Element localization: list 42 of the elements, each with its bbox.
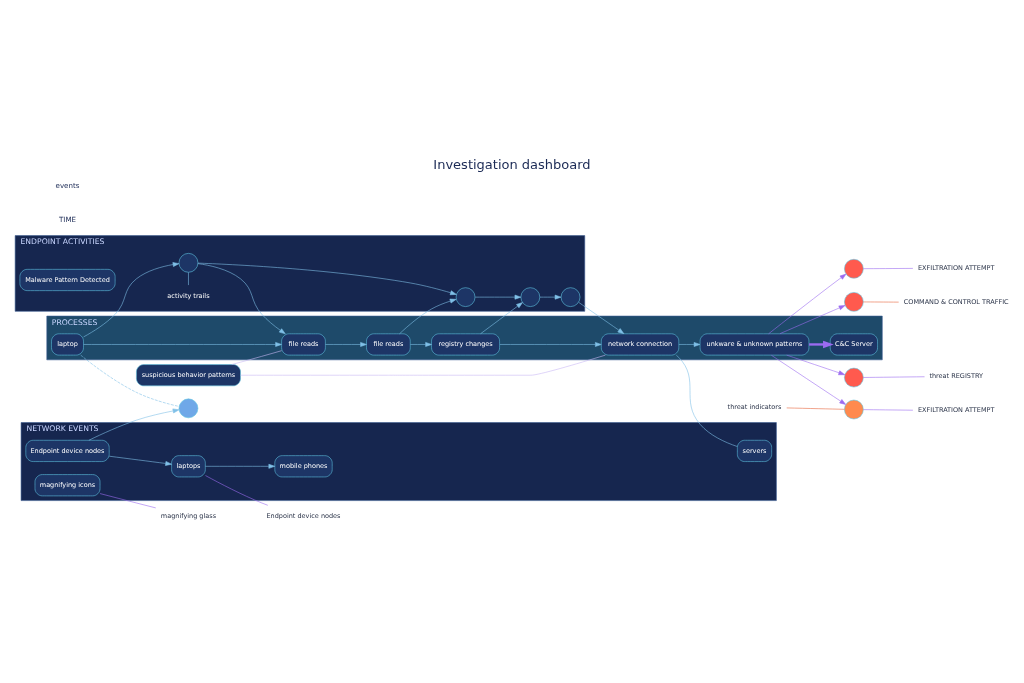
connector: [863, 376, 925, 378]
connector: [863, 409, 914, 411]
connector: [863, 268, 914, 269]
arrow: [399, 298, 457, 335]
arrow: [480, 302, 523, 334]
connector: [80, 354, 180, 407]
node-circle: [560, 287, 581, 307]
arrow: [786, 354, 845, 376]
connector: [786, 407, 845, 410]
arrow: [809, 340, 834, 349]
arrow: [768, 273, 847, 335]
connector: [676, 354, 738, 447]
node-circle: [844, 259, 864, 279]
arrow: [410, 342, 432, 347]
arrow: [578, 302, 625, 334]
connector: [205, 475, 269, 506]
arrow: [771, 354, 846, 405]
node-circle: [455, 287, 476, 307]
connector: [240, 354, 606, 376]
arrow: [539, 294, 562, 300]
connector: [99, 493, 157, 509]
arrow: [325, 342, 367, 347]
arrow: [88, 408, 180, 441]
node-circle: [520, 287, 541, 307]
node-circle: [178, 253, 199, 273]
arrow: [83, 262, 180, 338]
arrow: [205, 463, 276, 469]
arrow: [197, 262, 457, 296]
arrow: [678, 342, 701, 347]
arrow: [83, 342, 282, 347]
arrow: [474, 294, 522, 300]
connector: [231, 350, 282, 365]
arrow: [499, 342, 602, 347]
node-circle: [178, 398, 199, 419]
arrow: [779, 305, 846, 334]
arrow: [197, 263, 286, 335]
diagram-title: Investigation dashboard: [433, 157, 591, 173]
connector: [863, 301, 899, 303]
node-circle: [844, 399, 864, 420]
arrow: [109, 455, 172, 466]
node-circle: [844, 367, 864, 388]
node-circle: [844, 292, 864, 312]
